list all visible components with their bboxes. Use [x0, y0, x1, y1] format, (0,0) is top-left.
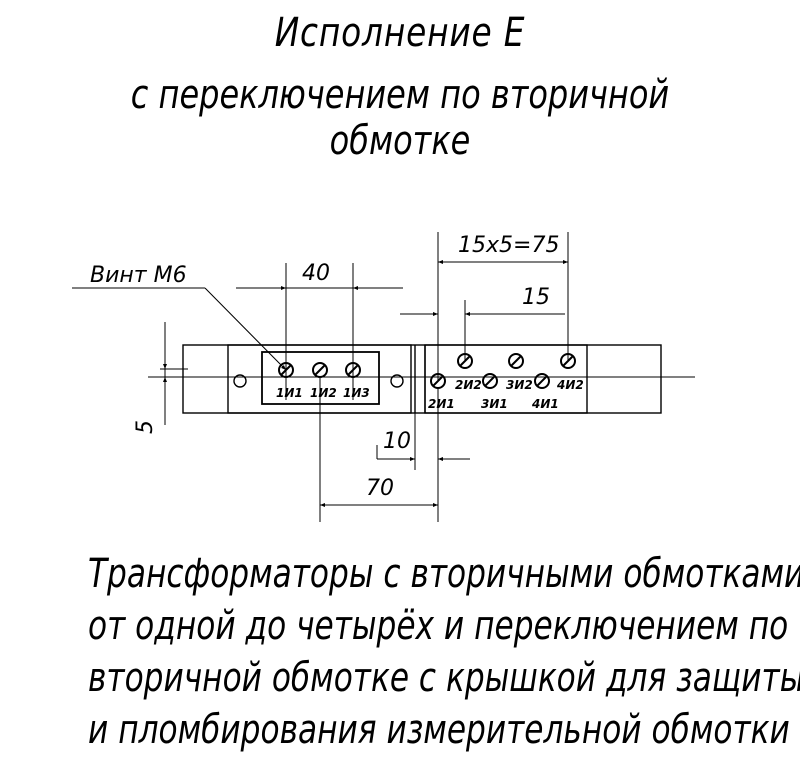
screw-4i1 — [534, 373, 550, 389]
drawing-title: Исполнение Е — [274, 10, 526, 56]
dimension-15: 15 — [522, 285, 550, 310]
screw-3i1 — [482, 373, 498, 389]
description-line-4: и пломбирования измерительной обмотки — [88, 707, 790, 753]
terminal-label-4i1: 4И1 — [531, 397, 559, 411]
screw-1i2 — [312, 362, 328, 378]
terminal-label-1i2: 1И2 — [310, 386, 337, 400]
description-line-1: Трансформаторы с вторичными обмотками — [88, 551, 800, 597]
mounting-hole-left — [233, 374, 247, 388]
drawing-subtitle: с переключением по вторичной обмотке — [130, 72, 670, 164]
terminal-strip-outline — [182, 344, 662, 414]
dimension-15x5: 15х5=75 — [458, 233, 559, 258]
screw-3i2 — [508, 353, 524, 369]
screw-callout-label: Винт М6 — [90, 263, 187, 288]
terminal-label-2i1: 2И1 — [428, 397, 455, 411]
dimension-10: 10 — [383, 429, 411, 454]
terminal-label-3i2: 3И2 — [506, 378, 533, 392]
terminal-label-3i1: 3И1 — [481, 397, 508, 411]
description-text: Трансформаторы с вторичными обмотками от… — [0, 548, 800, 756]
description-line-2: от одной до четырёх и переключением по — [88, 603, 789, 649]
dimension-40: 40 — [302, 261, 330, 286]
description-line-3: вторичной обмотке с крышкой для защиты — [88, 655, 800, 701]
dimension-70: 70 — [366, 476, 394, 501]
terminal-label-4i2: 4И2 — [556, 378, 584, 392]
terminal-label-2i2: 2И2 — [455, 378, 482, 392]
dimension-5: 5 — [133, 420, 158, 434]
right-terminal-block — [424, 344, 588, 414]
terminal-label-1i1: 1И1 — [276, 386, 303, 400]
terminal-label-1i3: 1И3 — [343, 386, 370, 400]
mounting-hole-right — [390, 374, 404, 388]
